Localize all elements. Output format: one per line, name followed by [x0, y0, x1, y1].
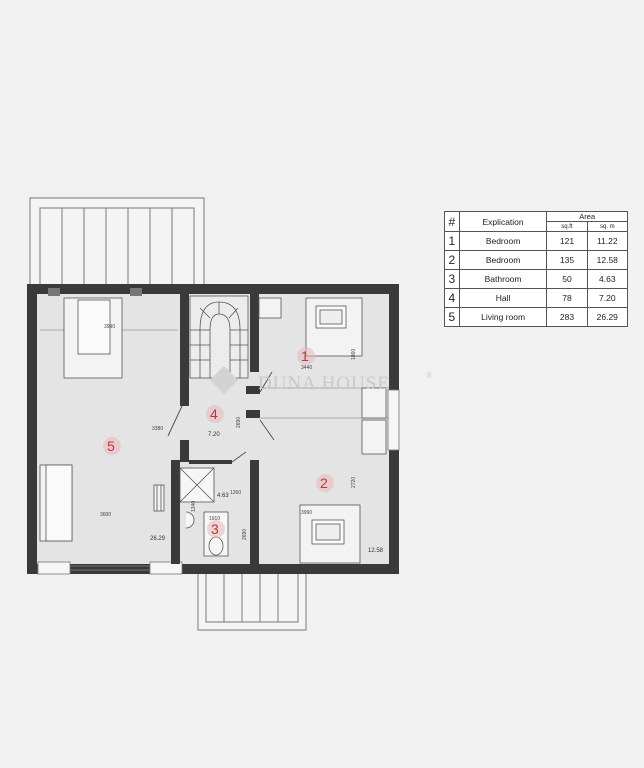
- area-label-room-2: 12.58: [368, 548, 384, 554]
- row-sqft: 50: [546, 269, 588, 289]
- row-name: Bathroom: [458, 269, 548, 289]
- dim-5: 2720: [351, 477, 357, 488]
- table-row: 2 Bedroom 135 12.58: [444, 250, 629, 270]
- row-sqm: 11.22: [586, 231, 629, 251]
- dim-10: 2690: [242, 529, 248, 540]
- room-number-4: 4: [210, 406, 218, 422]
- table-row: 4 Hall 78 7.20: [444, 288, 629, 308]
- row-sqm: 26.29: [586, 307, 629, 327]
- row-sqft: 121: [546, 231, 588, 251]
- dimension-labels: 3990 3440 1860 3990 2720 3600 1910 2690 …: [100, 324, 357, 540]
- dim-6: 3600: [100, 512, 111, 518]
- area-labels: 12.58 4.63 7.20 26.29: [150, 432, 384, 554]
- table-header-sqm: sq. m: [586, 221, 629, 232]
- table-header-num: #: [444, 211, 460, 232]
- dim-12: 1260: [230, 490, 241, 496]
- area-label-room-4: 7.20: [208, 432, 220, 438]
- row-sqm: 4.63: [586, 269, 629, 289]
- table-row: 3 Bathroom 50 4.63: [444, 269, 629, 289]
- row-name: Bedroom: [458, 231, 548, 251]
- watermark-reg-mark: ®: [426, 371, 433, 380]
- room-numbers: 1 2 3 4 5: [103, 347, 334, 538]
- dim-1: 3990: [104, 324, 115, 330]
- row-num: 1: [444, 231, 460, 251]
- row-name: Living room: [458, 307, 548, 327]
- dim-7: 1910: [209, 516, 220, 522]
- table-row: 5 Living room 283 26.29: [444, 307, 629, 327]
- row-name: Hall: [458, 288, 548, 308]
- row-sqft: 135: [546, 250, 588, 270]
- area-label-room-5: 26.29: [150, 536, 166, 542]
- dim-8: 2690: [236, 417, 242, 428]
- area-table: # Explication Area sq.ft sq. m 1 Bedroom…: [444, 211, 629, 327]
- inner-walls: [171, 294, 260, 564]
- bathroom-fixtures: [179, 467, 229, 557]
- table-header-explication: Explication: [458, 211, 548, 232]
- dim-2: 3440: [301, 365, 312, 371]
- top-balcony: [29, 197, 205, 287]
- dim-11: 3380: [152, 426, 163, 432]
- row-sqm: 12.58: [586, 250, 629, 270]
- bedroom2-furniture: [299, 419, 387, 564]
- dim-9: 1340: [191, 501, 197, 512]
- row-num: 5: [444, 307, 460, 327]
- living-room-furniture: [39, 297, 165, 542]
- area-label-room-3: 4.63: [217, 493, 229, 499]
- staircase: [189, 295, 249, 379]
- row-sqft: 78: [546, 288, 588, 308]
- row-num: 2: [444, 250, 460, 270]
- table-row: 1 Bedroom 121 11.22: [444, 231, 629, 251]
- dim-4: 3990: [301, 510, 312, 516]
- table-header-sqft: sq.ft: [546, 221, 588, 232]
- row-num: 4: [444, 288, 460, 308]
- room-number-2: 2: [320, 475, 328, 491]
- row-name: Bedroom: [458, 250, 548, 270]
- doors: [167, 371, 275, 463]
- row-sqm: 7.20: [586, 288, 629, 308]
- room-number-1: 1: [301, 348, 309, 364]
- room-number-5: 5: [107, 438, 115, 454]
- room-number-3: 3: [211, 521, 219, 537]
- watermark-text: DUNA HOUSE: [258, 373, 390, 394]
- dim-3: 1860: [351, 349, 357, 360]
- row-num: 3: [444, 269, 460, 289]
- bedroom1-furniture: [258, 297, 387, 419]
- table-header-area: Area: [546, 211, 628, 222]
- row-sqft: 283: [546, 307, 588, 327]
- bottom-balcony: [197, 565, 307, 631]
